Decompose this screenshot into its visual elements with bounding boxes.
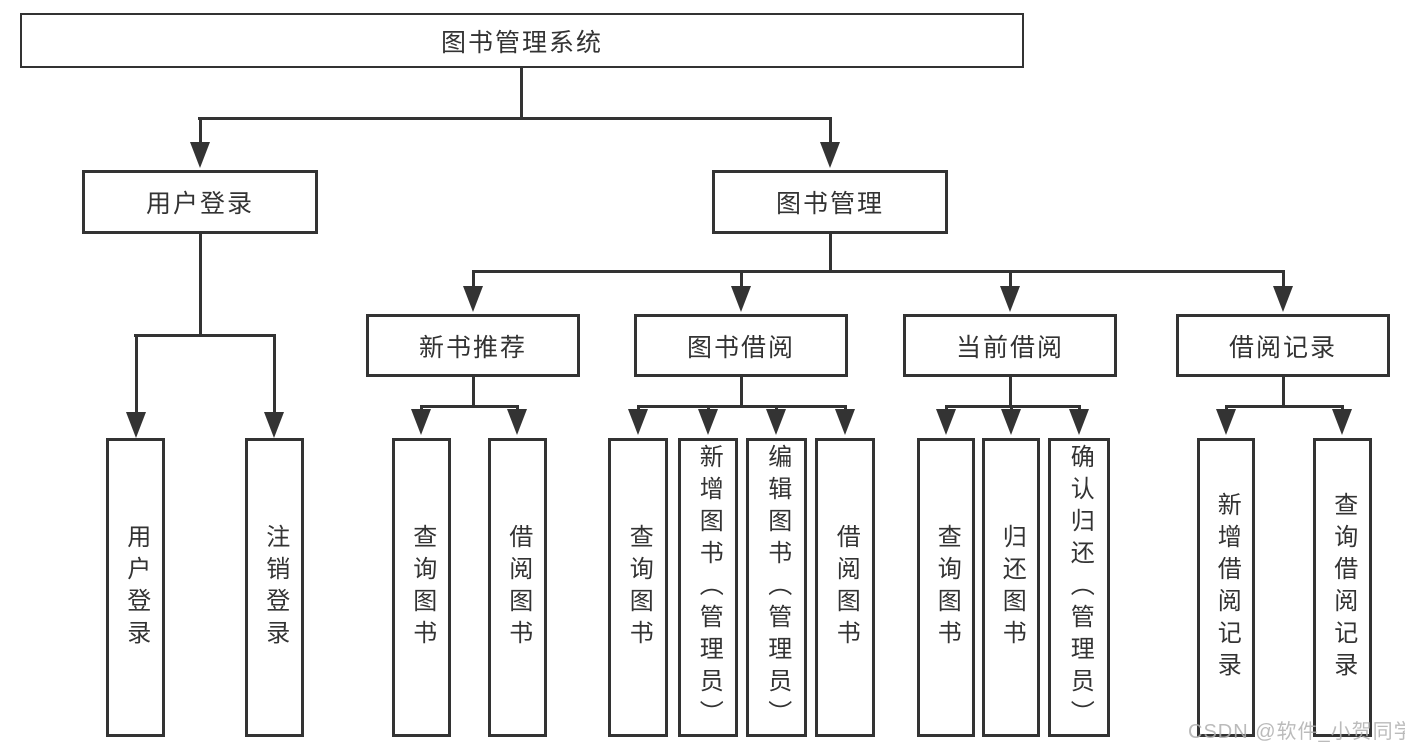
leaf-label: 确认归还（管理员） bbox=[1066, 443, 1094, 732]
csdn-watermark: CSDN @软件_小贺同学 bbox=[1188, 721, 1405, 743]
node-borrow-records: 借阅记录 bbox=[1176, 314, 1390, 377]
node-label: 图书管理 bbox=[775, 190, 884, 218]
leaf-label: 查询图书 bbox=[625, 523, 653, 652]
arrowhead-icon bbox=[1000, 286, 1020, 312]
leaf-borrow-borrow-books: 借阅图书 bbox=[815, 438, 875, 737]
node-book-management: 图书管理 bbox=[712, 170, 948, 234]
leaf-borrow-query-books: 查询图书 bbox=[608, 438, 668, 737]
edge-records-bar bbox=[1225, 405, 1343, 408]
leaf-label: 借阅图书 bbox=[504, 523, 532, 652]
arrowhead-icon bbox=[190, 142, 210, 168]
edge-mgmt-stem bbox=[829, 233, 832, 273]
leaf-borrow-edit-books-admin: 编辑图书（管理员） bbox=[746, 438, 807, 737]
leaf-label: 归还图书 bbox=[998, 523, 1026, 652]
arrowhead-icon bbox=[264, 412, 284, 438]
leaf-label: 查询图书 bbox=[933, 523, 961, 652]
edge-borrow-stem bbox=[740, 376, 743, 408]
arrowhead-icon bbox=[1001, 409, 1021, 435]
edge-login-shaft bbox=[273, 334, 276, 414]
node-new-book-recommend: 新书推荐 bbox=[366, 314, 580, 377]
arrowhead-icon bbox=[1069, 409, 1089, 435]
arrowhead-icon bbox=[766, 409, 786, 435]
leaf-newbook-borrow-books: 借阅图书 bbox=[488, 438, 547, 737]
node-current-borrow: 当前借阅 bbox=[903, 314, 1117, 377]
leaf-records-query-record: 查询借阅记录 bbox=[1313, 438, 1372, 737]
node-label: 图书借阅 bbox=[686, 333, 795, 362]
arrowhead-icon bbox=[731, 286, 751, 312]
edge-root-right-shaft bbox=[829, 117, 832, 145]
edge-mgmt-bar bbox=[472, 270, 1284, 273]
arrowhead-icon bbox=[463, 286, 483, 312]
arrowhead-icon bbox=[698, 409, 718, 435]
edge-current-stem bbox=[1009, 376, 1012, 408]
arrowhead-icon bbox=[1273, 286, 1293, 312]
node-user-login: 用户登录 bbox=[82, 170, 318, 234]
leaf-logout-login: 注销登录 bbox=[245, 438, 304, 737]
arrowhead-icon bbox=[820, 142, 840, 168]
node-label: 借阅记录 bbox=[1228, 333, 1337, 362]
edge-login-shaft bbox=[135, 334, 138, 414]
edge-root-bar bbox=[198, 117, 832, 120]
leaf-label: 编辑图书（管理员） bbox=[763, 443, 791, 732]
leaf-label: 新增图书（管理员） bbox=[695, 443, 723, 732]
edge-mgmt-shaft bbox=[1009, 270, 1012, 290]
node-library-management-system: 图书管理系统 bbox=[20, 13, 1024, 68]
arrowhead-icon bbox=[1332, 409, 1352, 435]
node-book-borrow: 图书借阅 bbox=[634, 314, 848, 377]
leaf-label: 新增借阅记录 bbox=[1213, 491, 1241, 684]
leaf-label: 查询借阅记录 bbox=[1329, 491, 1357, 684]
edge-root-stem bbox=[520, 68, 523, 119]
arrowhead-icon bbox=[126, 412, 146, 438]
edge-mgmt-shaft bbox=[740, 270, 743, 290]
leaf-records-add-record: 新增借阅记录 bbox=[1197, 438, 1255, 737]
arrowhead-icon bbox=[1216, 409, 1236, 435]
leaf-label: 查询图书 bbox=[408, 523, 436, 652]
arrowhead-icon bbox=[835, 409, 855, 435]
edge-mgmt-shaft bbox=[1282, 270, 1285, 290]
leaf-current-query-books: 查询图书 bbox=[917, 438, 975, 737]
edge-login-stem bbox=[199, 233, 202, 335]
edge-newbook-stem bbox=[472, 376, 475, 408]
leaf-current-confirm-return-admin: 确认归还（管理员） bbox=[1048, 438, 1110, 737]
leaf-label: 用户登录 bbox=[122, 523, 150, 652]
node-label: 图书管理系统 bbox=[440, 28, 603, 57]
leaf-user-login: 用户登录 bbox=[106, 438, 165, 737]
node-label: 用户登录 bbox=[145, 190, 254, 218]
leaf-borrow-add-books-admin: 新增图书（管理员） bbox=[678, 438, 738, 737]
leaf-current-return-books: 归还图书 bbox=[982, 438, 1040, 737]
arrowhead-icon bbox=[507, 409, 527, 435]
edge-borrow-bar bbox=[637, 405, 846, 408]
arrowhead-icon bbox=[936, 409, 956, 435]
leaf-newbook-query-books: 查询图书 bbox=[392, 438, 451, 737]
edge-root-left-shaft bbox=[199, 117, 202, 145]
arrowhead-icon bbox=[628, 409, 648, 435]
edge-newbook-bar bbox=[420, 405, 519, 408]
node-label: 新书推荐 bbox=[418, 333, 527, 362]
edge-records-stem bbox=[1282, 376, 1285, 408]
edge-mgmt-shaft bbox=[472, 270, 475, 290]
edge-login-bar bbox=[134, 334, 275, 337]
arrowhead-icon bbox=[411, 409, 431, 435]
node-label: 当前借阅 bbox=[955, 333, 1064, 362]
leaf-label: 注销登录 bbox=[261, 523, 289, 652]
leaf-label: 借阅图书 bbox=[832, 523, 860, 652]
